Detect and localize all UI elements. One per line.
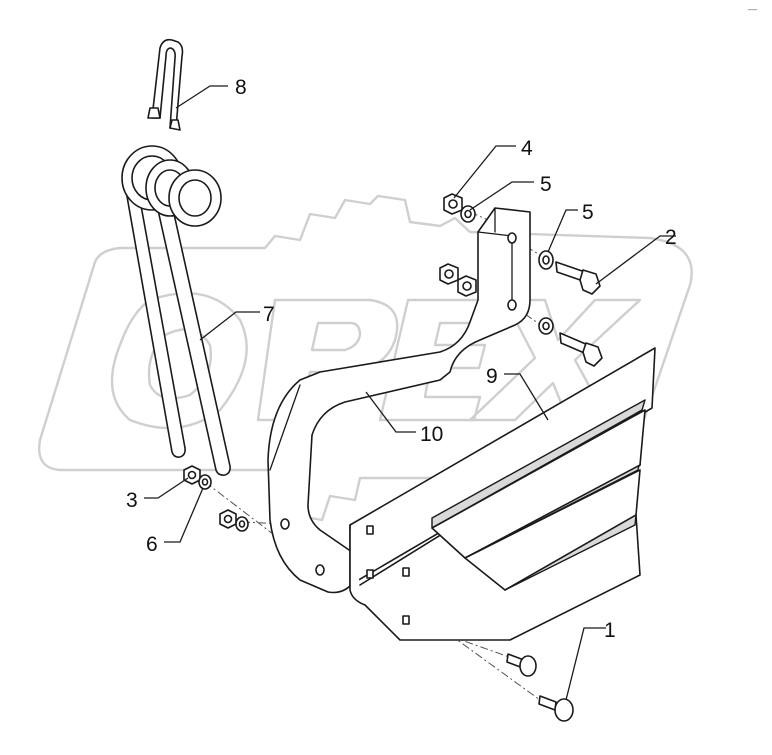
watermark-gear-outline xyxy=(38,194,693,522)
part-9-deflector-plate xyxy=(349,347,656,641)
callout-4: 4 xyxy=(521,137,533,160)
part-1-carriage-bolts xyxy=(506,653,574,722)
callout-2: 2 xyxy=(665,226,677,249)
callout-5-right: 5 xyxy=(582,201,594,224)
part-8-spring-clip xyxy=(147,38,184,131)
callout-6: 6 xyxy=(146,533,158,556)
watermark-letter-o xyxy=(110,292,248,430)
callout-10: 10 xyxy=(420,423,443,446)
part-5-washers xyxy=(460,205,554,335)
callout-labels: 8 4 5 5 2 7 9 10 3 6 1 xyxy=(126,76,677,642)
leader-lines xyxy=(144,85,676,701)
callout-5-upper: 5 xyxy=(540,173,552,196)
part-7-spring-tine xyxy=(121,145,231,476)
callout-7: 7 xyxy=(263,303,275,326)
callout-1: 1 xyxy=(604,619,616,642)
corner-mark: — xyxy=(748,4,757,14)
callout-8: 8 xyxy=(235,76,247,99)
part-3-nut-lower xyxy=(183,465,237,529)
callout-9: 9 xyxy=(486,365,498,388)
part-2-bolts xyxy=(555,261,603,367)
part-6-washer-lower xyxy=(198,474,249,532)
callout-3: 3 xyxy=(126,489,138,512)
